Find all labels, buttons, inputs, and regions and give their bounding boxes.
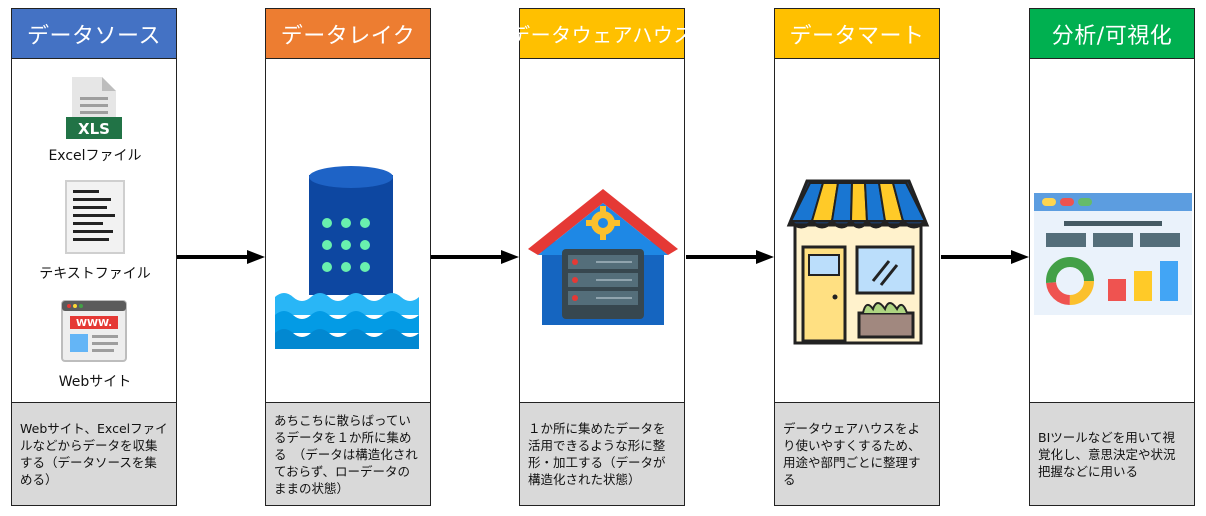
description-data-warehouse: １か所に集めたデータを活用できるような形に整形・加工する（データが構造化された状…: [519, 402, 685, 506]
data-lake-icon: [275, 166, 423, 351]
website-icon: WWW.: [61, 300, 127, 362]
website-badge: WWW.: [76, 318, 112, 329]
body-data-mart: [774, 58, 940, 403]
label-text-file: テキストファイル: [39, 266, 151, 282]
description-data-source: Webサイト、Excelファイルなどからデータを収集する（データソースを集める）: [11, 402, 177, 506]
data-warehouse-icon: [528, 189, 678, 325]
label-excel-file: Excelファイル: [48, 148, 142, 164]
flow-arrow-3: [686, 250, 774, 264]
body-analysis: [1029, 58, 1195, 403]
flow-arrow-1: [177, 250, 265, 264]
description-data-mart: データウェアハウスをより使いやすくするため、用途や部門ごとに整理する: [774, 402, 940, 506]
excel-file-icon: XLS: [66, 77, 122, 139]
column-data-source: データソース XLS Excelファイル テキストファイル: [11, 8, 177, 506]
column-data-lake: データレイク あちこちに散らばっているデータを１か所に集める （データは構造化さ…: [265, 8, 431, 506]
column-data-mart: データマート データウェアハウスをより使いやすくするため、用途や部門ご: [774, 8, 940, 506]
header-data-lake: データレイク: [265, 8, 431, 59]
label-website: Webサイト: [58, 374, 132, 390]
header-data-mart: データマート: [774, 8, 940, 59]
header-data-warehouse: データウェアハウス: [510, 8, 693, 59]
data-mart-store-icon: [786, 179, 930, 345]
body-data-lake: [265, 58, 431, 403]
text-file-icon: [65, 180, 125, 254]
body-data-source: XLS Excelファイル テキストファイル WWW.: [11, 58, 177, 403]
description-data-lake: あちこちに散らばっているデータを１か所に集める （データは構造化されておらず、ロ…: [265, 402, 431, 506]
body-data-warehouse: [519, 58, 685, 403]
dashboard-icon: [1034, 193, 1192, 315]
column-data-warehouse: データウェアハウス: [510, 8, 693, 506]
description-analysis: BIツールなどを用いて視覚化し、意思決定や状況把握などに用いる: [1029, 402, 1195, 506]
flow-arrow-2: [431, 250, 519, 264]
flow-arrow-4: [941, 250, 1029, 264]
column-analysis: 分析/可視化 BIツールなどを用いて視覚化し、意思決定や状況把握などに用いる: [1029, 8, 1195, 506]
excel-badge: XLS: [78, 120, 110, 138]
header-data-source: データソース: [11, 8, 177, 59]
header-analysis: 分析/可視化: [1029, 8, 1195, 59]
